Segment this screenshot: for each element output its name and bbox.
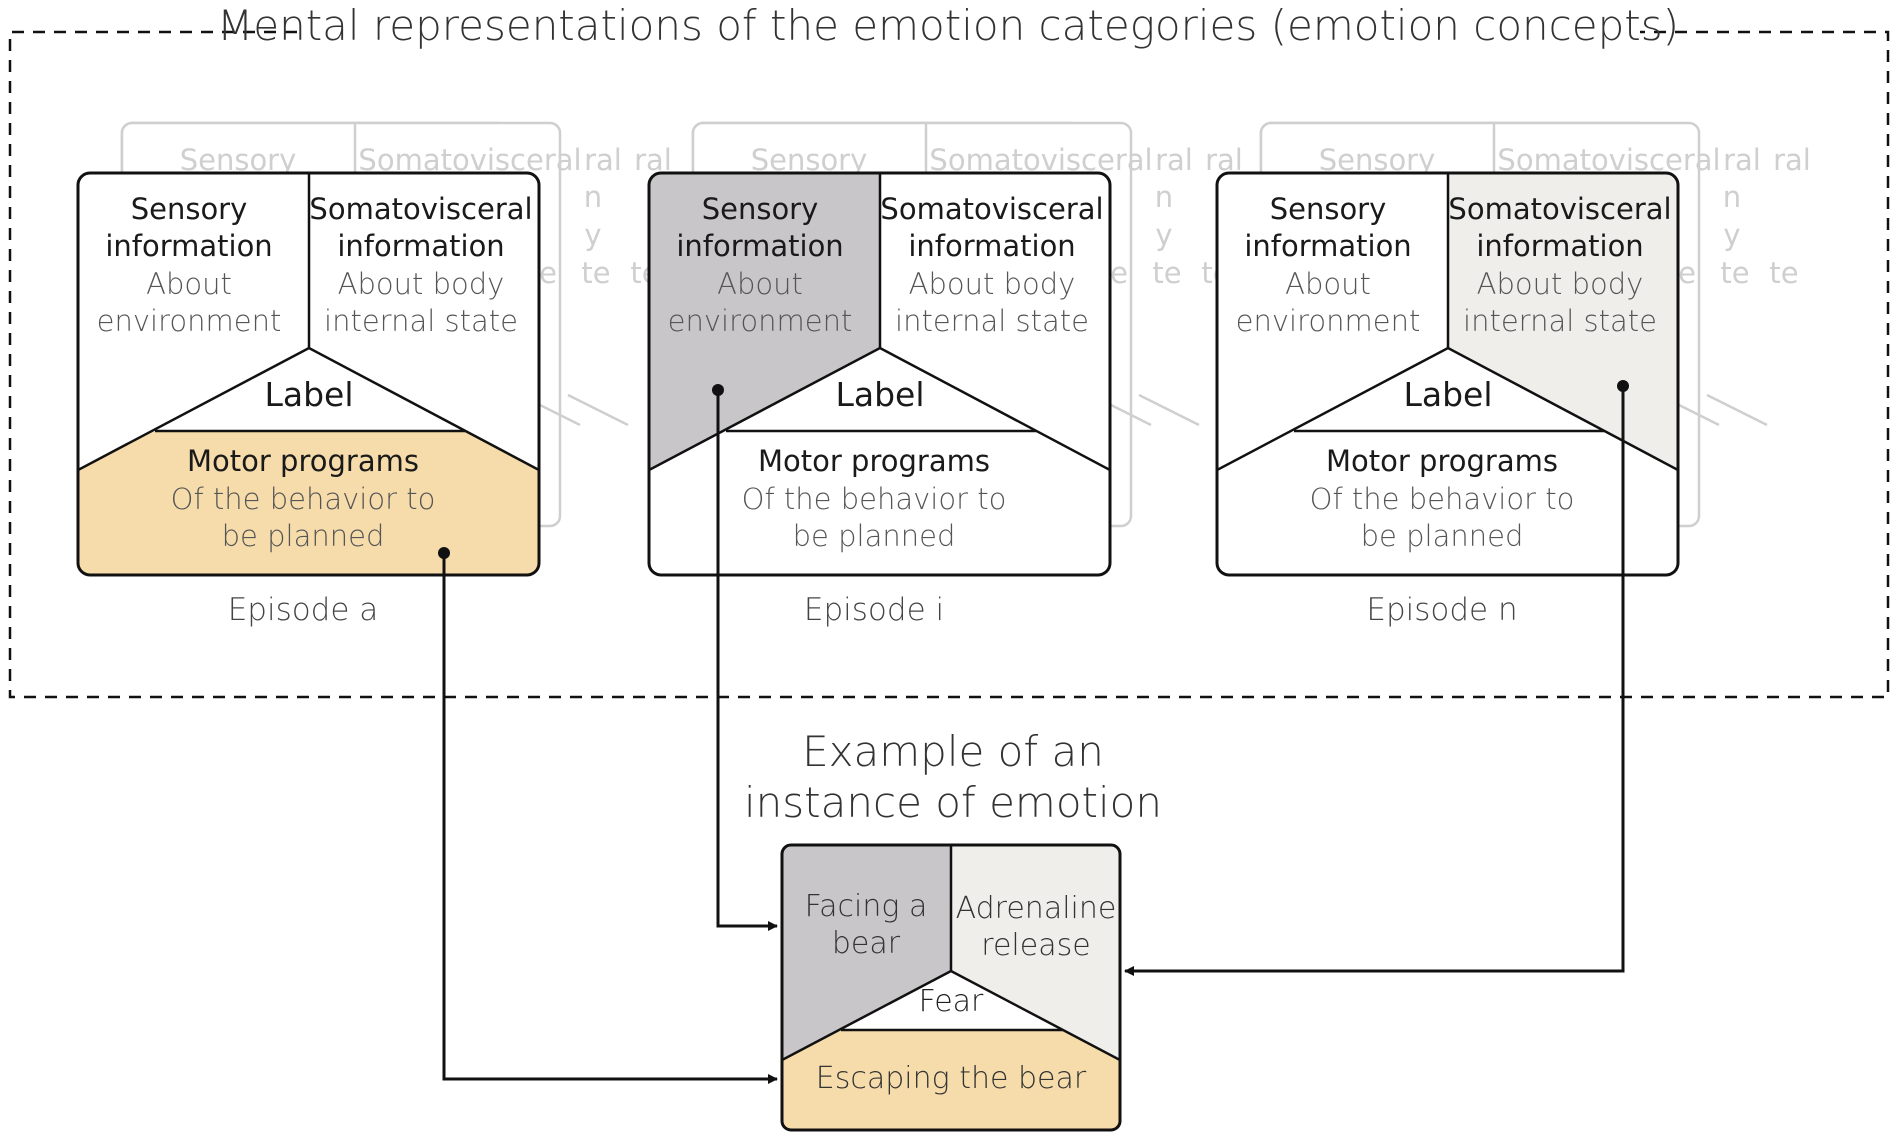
example-somato-line-1: Adrenaline [956,891,1117,926]
episode-card-border [76,171,541,577]
motor-sub-line-1: Of the behavior to [1310,482,1575,516]
somato-sub-line-1: About body [338,267,505,301]
ghost-text: n [584,180,602,214]
ghost-text: ral [634,143,672,177]
ghost-text: y [1723,218,1740,252]
somato-heading-line-2: information [1476,229,1643,263]
concepts-title: Mental representations of the emotion ca… [217,1,1679,50]
episode-label: Episode i [804,592,944,628]
sensory-sub-line-2: environment [97,304,282,338]
somato-sub-line-2: internal state [895,304,1089,338]
motor-heading: Motor programs [187,444,419,478]
example-sensory-region [782,845,951,1060]
episode-label: Episode a [228,592,379,628]
sensory-sub-line-1: About [1285,267,1371,301]
somato-heading-line-1: Somatovisceral [309,192,532,226]
example-title-line-2: instance of emotion [744,778,1162,827]
ghost-text: ral [1773,143,1811,177]
episode-card-border [1215,171,1680,577]
sensory-heading-line-2: information [676,229,843,263]
ghost-text: Somatovisceral [1497,143,1720,177]
sensory-sub-line-2: environment [668,304,853,338]
motor-sub-line-1: Of the behavior to [742,482,1007,516]
example-sensory-line-2: bear [832,926,901,961]
ghost-text: n [1723,180,1741,214]
somato-sub-line-2: internal state [1463,304,1657,338]
ghost-text: te [1152,256,1181,290]
ghost-text: e [1110,256,1128,290]
sensory-heading-line-1: Sensory [702,192,819,226]
somato-sub-line-2: internal state [324,304,518,338]
somato-heading-line-1: Somatovisceral [880,192,1103,226]
somato-region-highlight [1448,173,1678,470]
arrow-sensory-to-example [716,390,778,931]
example-label: Fear [919,984,984,1019]
somato-sub-line-1: About body [1477,267,1644,301]
somato-heading-line-1: Somatovisceral [1448,192,1671,226]
sensory-heading-line-2: information [105,229,272,263]
example-motor: Escaping the bear [816,1061,1087,1096]
example-somato-line-2: release [981,928,1090,963]
somato-heading-line-2: information [908,229,1075,263]
ghost-text: ral [1205,143,1243,177]
example-card-border [780,843,1122,1132]
motor-heading: Motor programs [758,444,990,478]
dashed-frame-left [8,30,1890,699]
card-label: Label [835,375,924,414]
sensory-heading-line-1: Sensory [131,192,248,226]
motor-sub-line-2: be planned [793,519,956,553]
concepts-region: Mental representations of the emotion ca… [8,1,1890,699]
card-label: Label [264,375,353,414]
sensory-region-highlight [649,173,880,470]
ghost-text: Somatovisceral [929,143,1152,177]
ghost-text: Somatovisceral [358,143,581,177]
example-motor-region [782,1030,1120,1130]
sensory-sub-line-1: About [146,267,232,301]
ghost-text: te [1720,256,1749,290]
episode-card-i: SensoryinformationAboutenvironmentSomato… [647,171,1112,628]
sensory-sub-line-1: About [717,267,803,301]
ghost-text: y [1155,218,1172,252]
motor-heading: Motor programs [1326,444,1558,478]
ghost-text: ral [1155,143,1193,177]
episode-label: Episode n [1366,592,1517,628]
ghost-text: e [1678,256,1696,290]
episode-card-n: SensoryinformationAboutenvironmentSomato… [1215,171,1680,628]
somato-heading-line-2: information [337,229,504,263]
example-title-line-1: Example of an [802,727,1104,776]
sensory-sub-line-2: environment [1236,304,1421,338]
example-sensory-line-1: Facing a [805,889,928,924]
arrow-somato-to-example [1124,386,1625,976]
ghost-text: Sensory [1319,143,1436,177]
sensory-heading-line-1: Sensory [1270,192,1387,226]
episode-card-border [647,171,1112,577]
connectors [438,380,1629,1084]
motor-region-highlight [78,431,539,575]
arrow-motor-to-example [442,553,778,1084]
ghost-text: te [1769,256,1798,290]
ghost-text: n [1155,180,1173,214]
card-label: Label [1403,375,1492,414]
motor-sub-line-2: be planned [1361,519,1524,553]
example-instance: Example of an instance of emotion Facing… [744,727,1162,1132]
episode-cards: SensoryinformationAboutenvironmentSomato… [76,171,1680,628]
motor-sub-line-2: be planned [222,519,385,553]
ghost-text: y [584,218,601,252]
ghost-text: Sensory [180,143,297,177]
motor-sub-line-1: Of the behavior to [171,482,436,516]
example-somato-region [951,845,1120,1060]
somato-sub-line-1: About body [909,267,1076,301]
ghost-text: te [581,256,610,290]
sensory-heading-line-2: information [1244,229,1411,263]
ghost-text: ral [1723,143,1761,177]
ghost-text: Sensory [751,143,868,177]
episode-card-a: SensoryinformationAboutenvironmentSomato… [76,171,541,628]
ghost-text: e [539,256,557,290]
ghost-text: ral [584,143,622,177]
